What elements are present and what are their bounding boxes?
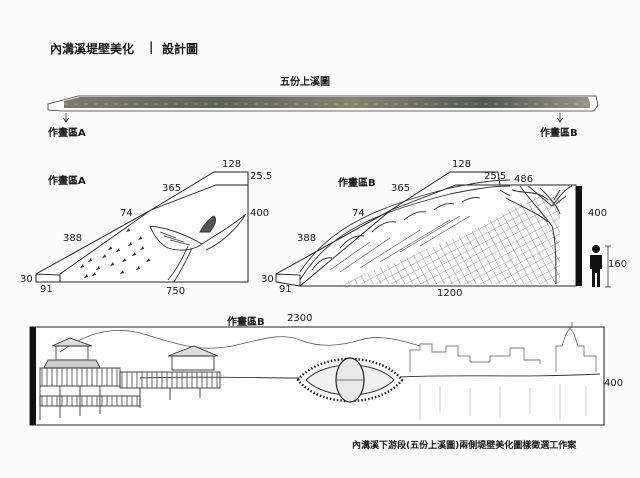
swallow-drawing xyxy=(149,213,247,283)
pavilion-left xyxy=(39,337,141,420)
city-skyline xyxy=(409,322,597,372)
panel-b-dim-bottom: 1200 xyxy=(437,288,463,299)
panel-b-dim-slope-lower: 388 xyxy=(297,233,317,244)
panel-b-dim-right-top: 25.5 xyxy=(484,171,507,182)
page-subtitle: 設計圖 xyxy=(162,42,199,56)
person-icon xyxy=(590,245,602,287)
overview-area-a: 作畫區A xyxy=(48,128,86,139)
overview-arrow-a xyxy=(63,113,69,123)
bridge-arches xyxy=(299,179,511,281)
panel-b-full-height: 400 xyxy=(604,378,624,389)
panel-b-dim-left: 30 xyxy=(261,274,274,285)
panel-b-dim-bottom-left: 91 xyxy=(279,284,292,295)
overview-arrow-b xyxy=(557,113,563,123)
eye-motif xyxy=(296,357,404,403)
overview-strip xyxy=(47,95,599,112)
flock-of-birds xyxy=(80,228,150,278)
panel-a-dim-right-top: 25.5 xyxy=(250,171,273,182)
mountain-outline xyxy=(59,330,421,353)
panel-a-dim-bottom-left: 91 xyxy=(40,284,53,295)
person-height-dim xyxy=(605,245,611,288)
panel-b-dim-height: 400 xyxy=(588,208,608,219)
overview-area-b: 作畫區B xyxy=(540,128,578,139)
panel-b-title: 作畫區B xyxy=(338,178,376,189)
panel-a-wall xyxy=(35,171,249,283)
panel-a-title: 作畫區A xyxy=(48,176,86,187)
panel-a-dim-slope-upper: 365 xyxy=(162,183,182,194)
panel-a-dim-bottom: 750 xyxy=(166,286,186,297)
person-height-label: 160 xyxy=(608,259,628,270)
panel-b-dim-top-right: 486 xyxy=(514,174,534,185)
panel-b-full-title: 作畫區B xyxy=(227,317,265,328)
overview-label: 五份上溪圖 xyxy=(280,77,330,88)
panel-a-dim-left: 30 xyxy=(20,274,33,285)
panel-a-dim-height: 400 xyxy=(250,208,270,219)
fishing-net xyxy=(340,194,560,284)
city-reflection xyxy=(419,384,587,420)
tree-drawing xyxy=(499,185,573,285)
pavilion-right xyxy=(119,345,221,408)
panel-a-dim-slope-mid: 74 xyxy=(120,208,133,219)
panel-a-dim-top: 128 xyxy=(222,159,242,170)
title-separator: | xyxy=(149,40,154,54)
panel-b-dim-slope-upper: 365 xyxy=(391,183,411,194)
panel-b-dim-top: 128 xyxy=(452,159,472,170)
panel-b-full-width: 2300 xyxy=(287,313,313,324)
page-title: 內溝溪堤壁美化 xyxy=(50,42,135,56)
panel-b-dim-slope-mid: 74 xyxy=(352,208,365,219)
footer-caption: 內溝溪下游段(五份上溪圖)兩側堤壁美化圖樣徵選工作案 xyxy=(352,441,577,451)
reed-grass xyxy=(329,215,471,273)
panel-a-dim-slope-lower: 388 xyxy=(63,233,83,244)
